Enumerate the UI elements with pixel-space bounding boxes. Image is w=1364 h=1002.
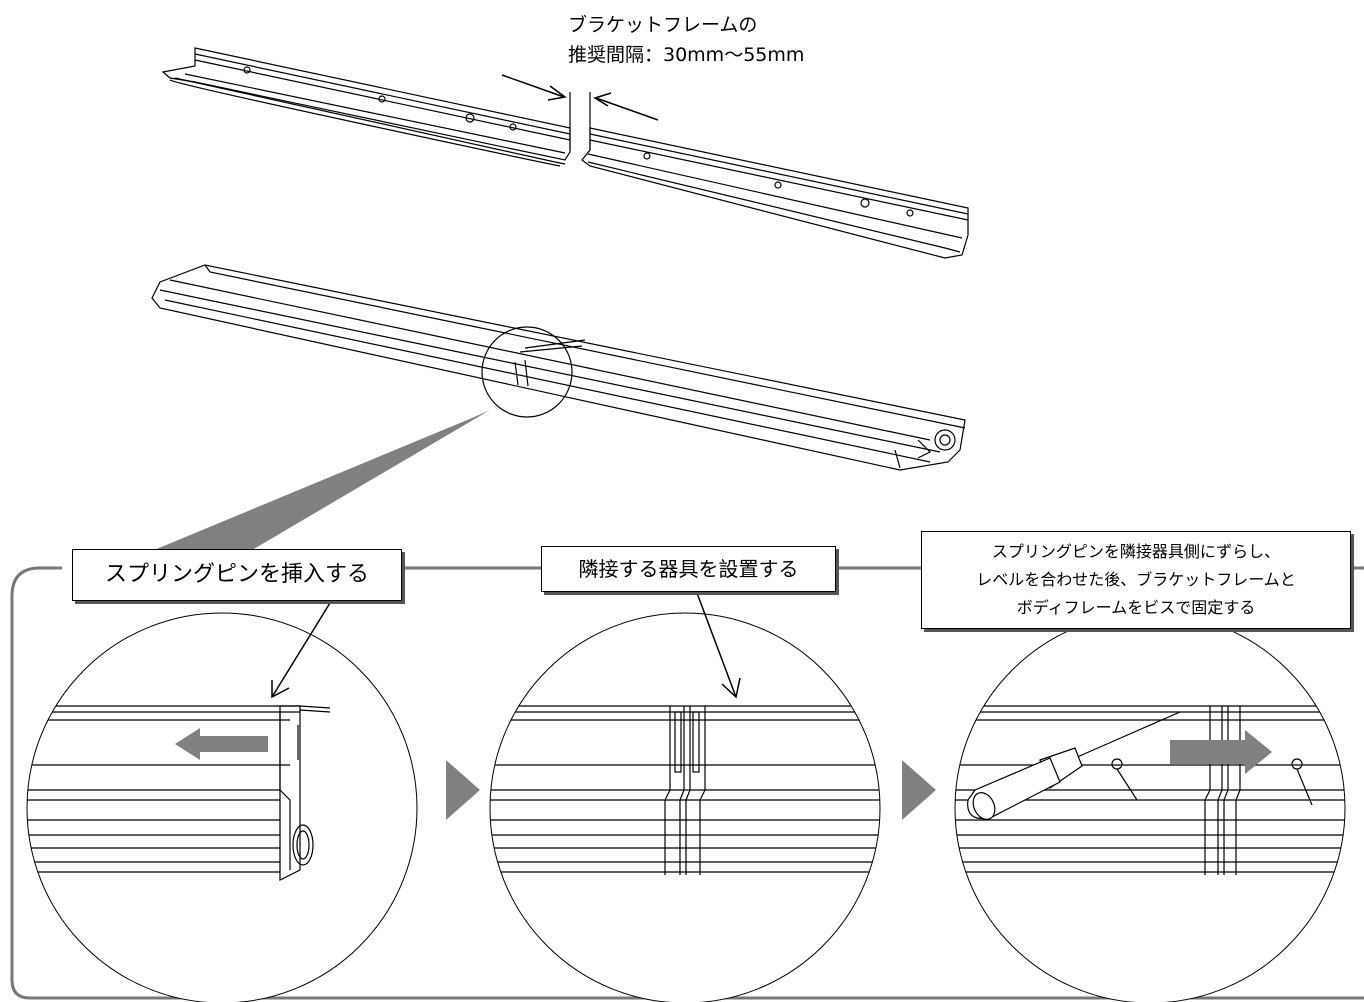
step3-line2: レベルを合わせた後、ブラケットフレームと — [976, 570, 1296, 589]
gap-label-line1: ブラケットフレームの — [568, 14, 758, 36]
step2-callout: 隣接する器具を設置する — [541, 546, 836, 592]
luminaire-body — [151, 264, 966, 471]
step3-line1: スプリングピンを隣接器具側にずらし、 — [991, 542, 1281, 561]
bracket-frame-left — [161, 47, 571, 167]
step-arrow-1 — [446, 760, 480, 820]
detail-circle-3 — [954, 612, 1346, 1002]
gap-label-line2: 推奨間隔：30mm〜55mm — [568, 44, 805, 66]
bracket-frames — [161, 47, 969, 259]
slide-arrow-left — [175, 728, 268, 760]
detail-circle-2 — [489, 612, 881, 1002]
pointer-step1 — [271, 602, 331, 698]
step1-callout: スプリングピンを挿入する — [72, 549, 402, 601]
step3-callout: スプリングピンを隣接器具側にずらし、 レベルを合わせた後、ブラケットフレームと … — [921, 531, 1351, 629]
joint-highlight-circle — [481, 326, 573, 418]
step-arrow-2 — [902, 760, 936, 820]
screwdriver-icon — [967, 711, 1181, 820]
step1-label: スプリングピンを挿入する — [104, 562, 369, 587]
bracket-frame-right — [581, 127, 969, 259]
gap-arrows — [501, 74, 659, 121]
step3-line3: ボディフレームをビスで固定する — [1016, 598, 1256, 617]
pointer-step2 — [696, 592, 737, 698]
zoom-wedge — [130, 410, 490, 560]
step2-label: 隣接する器具を設置する — [578, 557, 799, 581]
slide-arrow-right — [1170, 730, 1272, 774]
gap-label: ブラケットフレームの 推奨間隔：30mm〜55mm — [568, 10, 804, 70]
detail-circle-1 — [26, 612, 418, 1002]
